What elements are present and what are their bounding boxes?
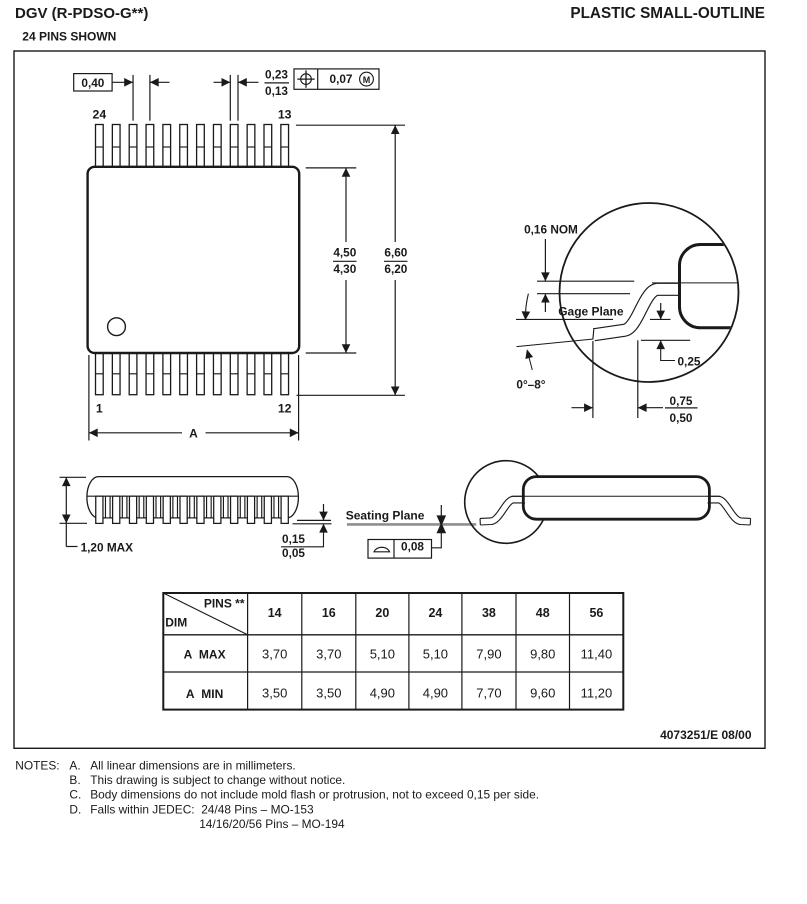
svg-text:4,30: 4,30 (333, 262, 356, 276)
svg-text:24: 24 (428, 606, 442, 620)
svg-text:0,07: 0,07 (330, 72, 353, 86)
svg-text:Falls within JEDEC: 24/48 Pin: Falls within JEDEC: 24/48 Pins – MO-153 (90, 802, 314, 816)
svg-text:Body dimensions do not include: Body dimensions do not include mold flas… (90, 788, 539, 802)
svg-text:0,75: 0,75 (670, 394, 693, 408)
svg-text:0°–8°: 0°–8° (516, 377, 545, 391)
svg-text:4,50: 4,50 (333, 245, 356, 259)
svg-text:20: 20 (375, 606, 389, 620)
svg-text:3,70: 3,70 (316, 647, 341, 662)
svg-text:A: A (189, 426, 198, 440)
svg-text:0,13: 0,13 (265, 84, 288, 98)
svg-text:11,40: 11,40 (581, 647, 613, 662)
svg-text:9,60: 9,60 (530, 686, 555, 701)
svg-text:0,08: 0,08 (401, 540, 424, 554)
svg-text:M: M (363, 75, 371, 85)
svg-text:0,40: 0,40 (81, 76, 104, 90)
svg-text:13: 13 (278, 108, 292, 122)
svg-text:Seating Plane: Seating Plane (346, 508, 425, 522)
svg-text:DIM: DIM (165, 616, 187, 630)
svg-text:A MIN: A MIN (186, 687, 223, 701)
svg-text:This drawing is subject to cha: This drawing is subject to change withou… (90, 773, 345, 787)
svg-text:0,25: 0,25 (678, 354, 701, 368)
svg-text:C.: C. (69, 788, 81, 802)
svg-text:3,50: 3,50 (316, 686, 341, 701)
svg-text:7,90: 7,90 (476, 647, 501, 662)
svg-text:0,05: 0,05 (282, 546, 305, 560)
svg-text:24: 24 (93, 108, 107, 122)
svg-text:1,20 MAX: 1,20 MAX (81, 540, 134, 554)
svg-text:4,90: 4,90 (423, 686, 448, 701)
svg-text:3,50: 3,50 (262, 686, 287, 701)
svg-text:7,70: 7,70 (476, 686, 501, 701)
svg-text:A.: A. (69, 758, 80, 772)
svg-text:0,15: 0,15 (282, 532, 305, 546)
svg-text:B.: B. (69, 773, 80, 787)
svg-text:0,16 NOM: 0,16 NOM (524, 222, 578, 236)
svg-text:6,20: 6,20 (384, 262, 407, 276)
svg-text:1: 1 (96, 402, 103, 416)
svg-text:4,90: 4,90 (370, 686, 395, 701)
svg-text:9,80: 9,80 (530, 647, 555, 662)
svg-text:14/16/20/56 Pins – MO-194: 14/16/20/56 Pins – MO-194 (199, 817, 345, 831)
svg-text:PLASTIC SMALL-OUTLINE: PLASTIC SMALL-OUTLINE (570, 5, 765, 22)
svg-text:48: 48 (536, 606, 550, 620)
svg-text:PINS **: PINS ** (204, 596, 245, 610)
svg-text:A MAX: A MAX (184, 648, 226, 662)
svg-text:NOTES:: NOTES: (15, 758, 59, 772)
svg-text:DGV (R-PDSO-G**): DGV (R-PDSO-G**) (15, 5, 148, 22)
svg-text:6,60: 6,60 (384, 245, 407, 259)
svg-text:4073251/E 08/00: 4073251/E 08/00 (660, 728, 752, 742)
svg-text:5,10: 5,10 (370, 647, 395, 662)
svg-text:56: 56 (589, 606, 603, 620)
svg-text:38: 38 (482, 606, 496, 620)
svg-text:14: 14 (268, 606, 282, 620)
svg-text:Gage Plane: Gage Plane (558, 305, 624, 319)
svg-text:0,23: 0,23 (265, 67, 288, 81)
svg-text:3,70: 3,70 (262, 647, 287, 662)
svg-text:All linear dimensions are in m: All linear dimensions are in millimeters… (90, 758, 296, 772)
svg-text:12: 12 (278, 402, 292, 416)
svg-text:16: 16 (322, 606, 336, 620)
svg-text:D.: D. (69, 802, 81, 816)
svg-text:11,20: 11,20 (581, 686, 613, 701)
svg-text:24 PINS SHOWN: 24 PINS SHOWN (22, 29, 116, 43)
svg-text:5,10: 5,10 (423, 647, 448, 662)
svg-text:0,50: 0,50 (670, 411, 693, 425)
